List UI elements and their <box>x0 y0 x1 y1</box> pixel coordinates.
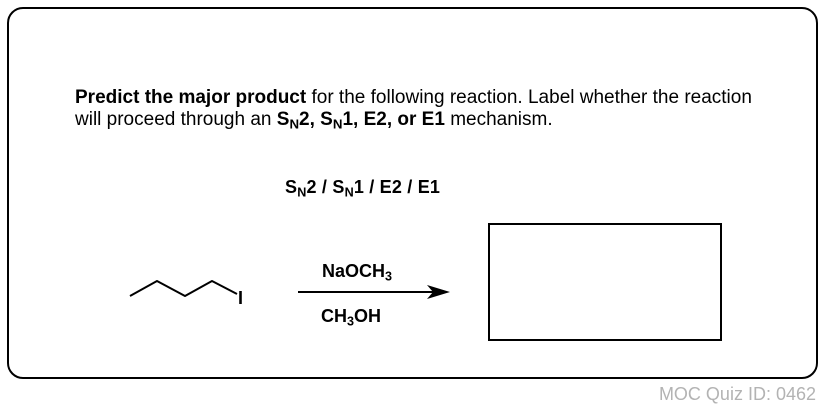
question-bold-intro: Predict the major product <box>75 87 307 108</box>
mechanism-list: SN2, SN1, E2, or E1 <box>276 109 445 132</box>
solvent-oh: OH <box>354 306 382 326</box>
reaction-arrow-head <box>427 285 450 299</box>
quiz-id: MOC Quiz ID: 0462 <box>658 384 816 404</box>
product-answer-box[interactable] <box>488 223 722 341</box>
butyl-chain <box>129 280 238 297</box>
mech-sn1-s: S <box>320 109 333 130</box>
iodine-label: I <box>238 288 243 308</box>
mech-sn1-sub: N <box>332 116 343 132</box>
mech-sn1-rest: 1, E2, or E1 <box>342 109 445 130</box>
mech-sn2-s: S <box>276 109 290 130</box>
mech-sn2-sub: N <box>289 116 300 132</box>
mech-sn2-rest: 2, <box>299 109 321 130</box>
option-sn2-rest: 2 / <box>306 177 333 197</box>
question-text: Predict the major product for the follow… <box>75 87 775 131</box>
reagent-naoch3: NaOCH3 <box>322 261 393 284</box>
option-sn2-sub: N <box>297 185 307 200</box>
reagent-top-sub: 3 <box>385 269 393 284</box>
solvent-sub: 3 <box>347 314 355 329</box>
solvent-ch3oh: CH3OH <box>321 306 382 329</box>
question-text-part1: for the following reaction. Label whethe… <box>75 87 752 130</box>
option-sn1-rest: 1 / E2 / E1 <box>353 177 441 197</box>
mechanism-options: SN2 / SN1 / E2 / E1 <box>285 177 441 200</box>
solvent-ch: CH <box>321 306 347 326</box>
option-sn1-s: S <box>332 177 345 197</box>
option-sn1-sub: N <box>344 185 354 200</box>
reagent-top-main: NaOCH <box>322 261 386 281</box>
question-text-part2: mechanism. <box>444 109 553 130</box>
option-sn2-s: S <box>285 177 298 197</box>
